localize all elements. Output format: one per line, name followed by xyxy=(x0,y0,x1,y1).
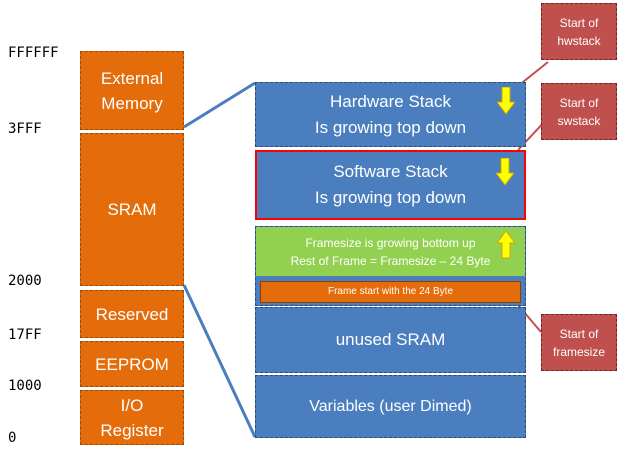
arrow-down-icon xyxy=(497,87,515,115)
arrow-up-icon xyxy=(497,231,515,259)
region-external-memory: External Memory xyxy=(80,51,184,130)
frame-growth-area: Framesize is growing bottom up Rest of F… xyxy=(256,227,525,276)
frame-block: Framesize is growing bottom up Rest of F… xyxy=(255,226,526,306)
region-reserved: Reserved xyxy=(80,290,184,338)
unused-sram-label: unused SRAM xyxy=(335,330,446,349)
callout-start-of-framesize: Start of framesize xyxy=(541,314,617,371)
arrow-down-icon xyxy=(496,158,514,186)
address-3fff: 3FFF xyxy=(8,121,42,137)
address-0: 0 xyxy=(8,430,17,446)
callout-start-of-hwstack: Start of hwstack xyxy=(541,3,617,60)
software-stack-block: Software Stack Is growing top down xyxy=(255,150,526,220)
hardware-stack-subtitle: Is growing top down xyxy=(314,117,467,137)
software-stack-title: Software Stack xyxy=(333,162,448,181)
region-io-register: I/O Register xyxy=(80,390,184,445)
software-stack-subtitle: Is growing top down xyxy=(314,188,467,207)
unused-sram-block: unused SRAM xyxy=(255,307,526,373)
variables-block: Variables (user Dimed) xyxy=(255,375,526,438)
zoom-line-bottom xyxy=(182,284,257,438)
zoom-line-top xyxy=(183,81,256,129)
callout-start-of-swstack: Start of swstack xyxy=(541,83,617,140)
region-sram: SRAM xyxy=(80,133,184,286)
hardware-stack-title: Hardware Stack xyxy=(330,91,451,111)
region-eeprom: EEPROM xyxy=(80,341,184,387)
frame-start-bar: Frame start with the 24 Byte xyxy=(260,281,521,303)
address-ffffff: FFFFFF xyxy=(8,45,59,61)
address-2000: 2000 xyxy=(8,273,42,289)
frame-rest-text: Rest of Frame = Framesize – 24 Byte xyxy=(290,253,491,268)
hardware-stack-block: Hardware Stack Is growing top down xyxy=(255,82,526,147)
frame-growth-text: Framesize is growing bottom up xyxy=(305,235,476,250)
variables-label: Variables (user Dimed) xyxy=(309,397,472,415)
address-17ff: 17FF xyxy=(8,327,42,343)
address-1000: 1000 xyxy=(8,378,42,394)
